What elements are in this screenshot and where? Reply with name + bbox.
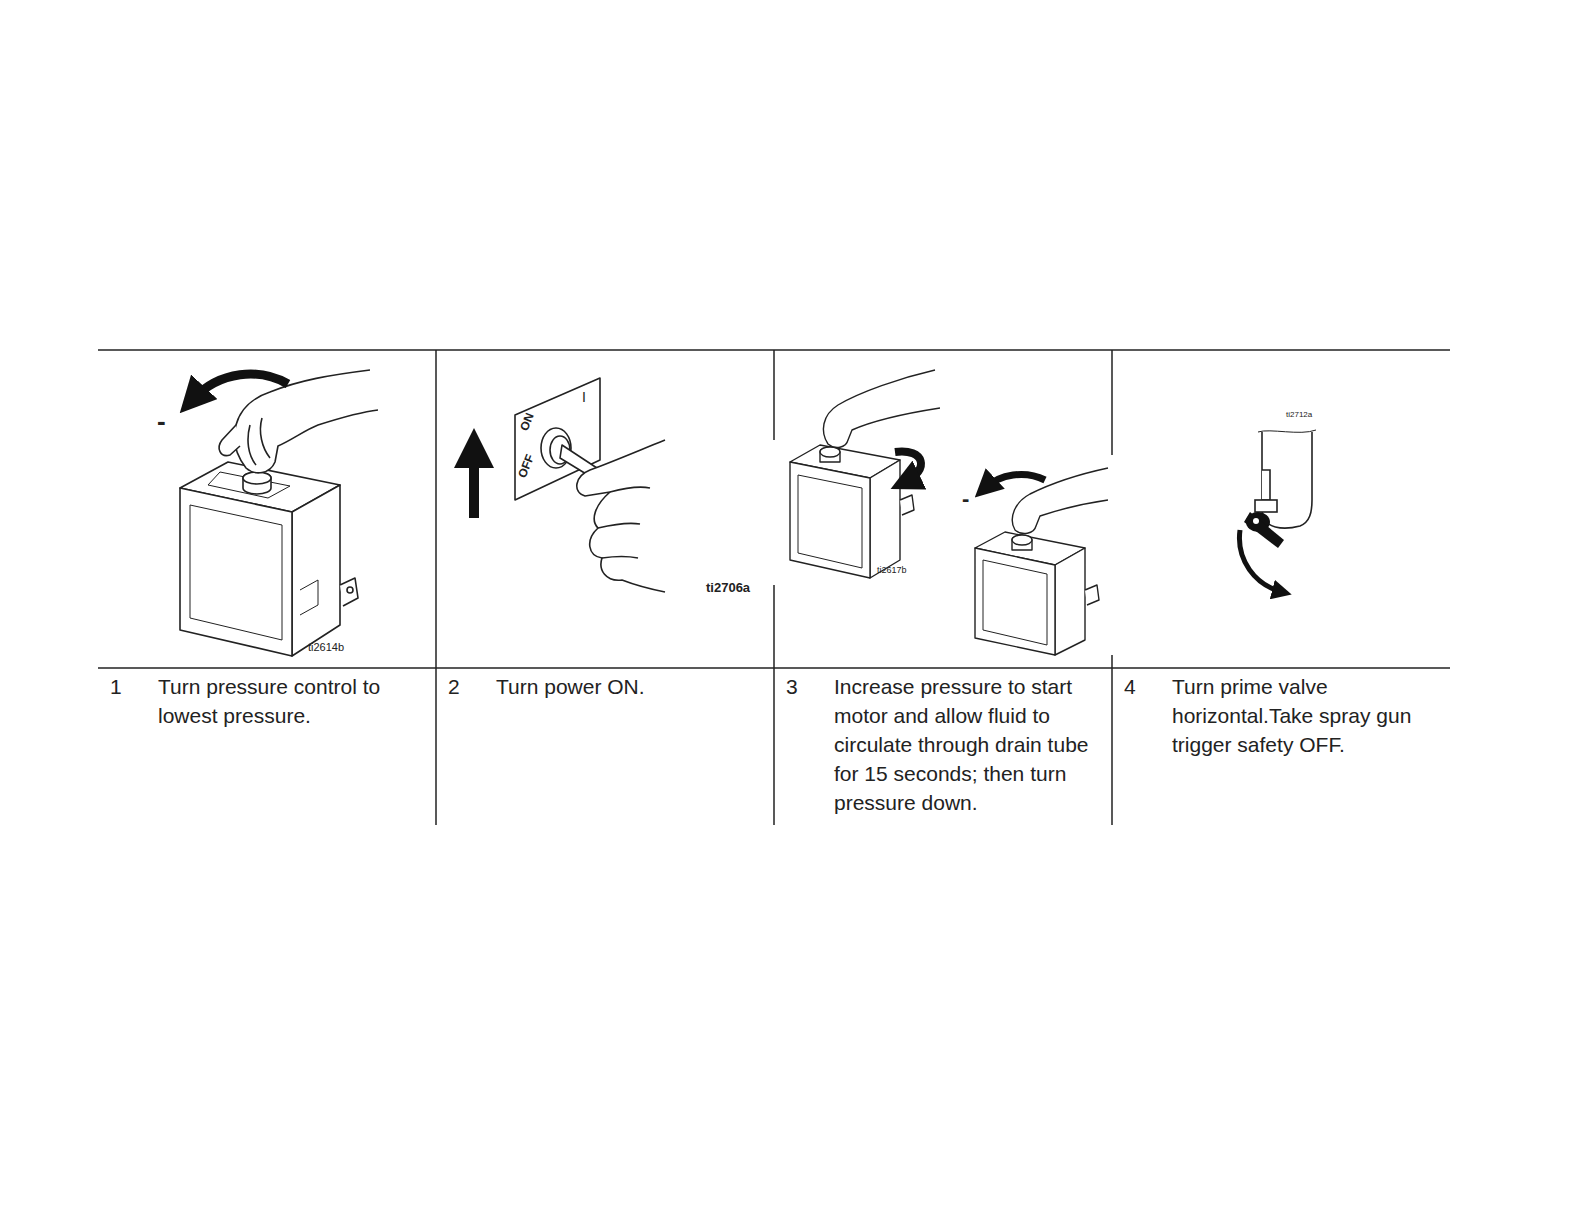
switch-label: OFF — [516, 453, 536, 480]
step-number: 1 — [110, 672, 122, 701]
step-number: 2 — [448, 672, 460, 701]
up-arrow — [469, 448, 479, 518]
switch-label: ON — [518, 411, 536, 432]
turn-arrow — [895, 452, 921, 482]
step-cell: 3 Increase pressure to start motor and al… — [774, 668, 1112, 827]
table-lines — [98, 350, 1450, 825]
turn-arrow — [1239, 530, 1282, 592]
figure-code: ti2614b — [308, 642, 344, 653]
step-cell: 1 Turn pressure control to lowest pressur… — [98, 668, 436, 825]
power-switch — [515, 378, 665, 592]
minus-sign: - — [157, 408, 166, 434]
switch-label: I — [582, 390, 586, 404]
figure-code: ti2706a — [706, 581, 750, 594]
step-text: Increase pressure to start motor and all… — [834, 672, 1106, 817]
step-number: 4 — [1124, 672, 1136, 701]
step-number: 3 — [786, 672, 798, 701]
turn-arrow — [192, 374, 288, 400]
step-text: Turn pressure control to lowest pressure… — [158, 672, 430, 730]
step-cell: 2 Turn power ON. — [436, 668, 774, 825]
step-text: Turn prime valve horizontal.Take spray g… — [1172, 672, 1444, 759]
control-box — [790, 370, 1108, 655]
step-text: Turn power ON. — [496, 672, 768, 701]
turn-arrow — [985, 474, 1045, 488]
figure-code: ti2617b — [877, 566, 907, 575]
figure-code: ti2712a — [1286, 411, 1312, 419]
control-box — [180, 370, 378, 656]
step-cell: 4 Turn prime valve horizontal.Take spray … — [1112, 668, 1450, 825]
valve-handle — [1244, 512, 1284, 548]
minus-sign: - — [962, 488, 969, 510]
prime-valve — [1255, 430, 1316, 528]
